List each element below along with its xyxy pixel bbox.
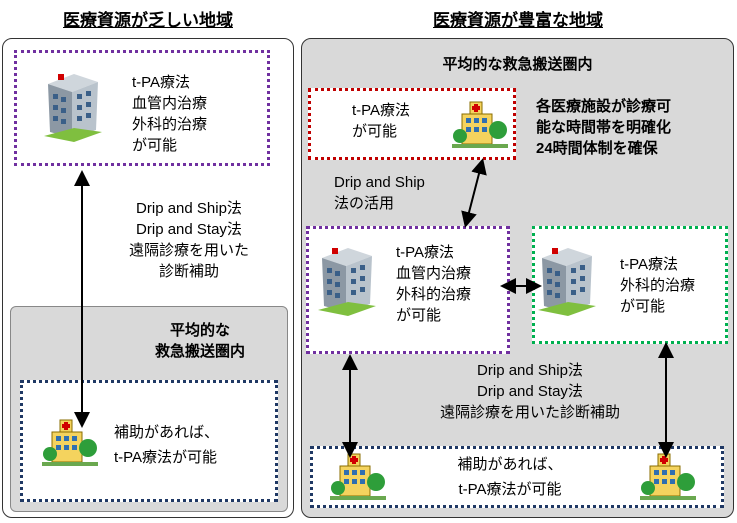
right-drip-ship-label: Drip and Ship 法の活用 [334, 174, 425, 212]
right-facility-note: 各医療施設が診療可 能な時間帯を明確化 24時間体制を確保 [536, 98, 672, 157]
left-title: 医療資源が乏しい地域 [63, 11, 233, 30]
right-hospital-green-text: t-PA療法 外科的治療 が可能 [620, 256, 696, 315]
hospital-building-icon [44, 74, 102, 142]
right-title: 医療資源が豊富な地域 [433, 11, 603, 30]
hospital-building-icon [318, 248, 376, 316]
clinic-icon [640, 453, 696, 500]
left-transport-area-label: 平均的な 救急搬送圏内 [154, 322, 245, 360]
clinic-icon [452, 101, 508, 148]
hospital-building-icon [538, 248, 596, 316]
left-link-text: Drip and Ship法 Drip and Stay法 遠隔診療を用いた 診… [128, 200, 249, 280]
clinic-icon [42, 419, 98, 466]
right-clinic-text: 補助があれば、 t-PA療法が可能 [457, 456, 563, 498]
left-hospital-capabilities: t-PA療法 血管内治療 外科的治療 が可能 [132, 74, 208, 154]
right-transport-area-label: 平均的な救急搬送圏内 [442, 56, 593, 73]
right-hospital-purple-text: t-PA療法 血管内治療 外科的治療 が可能 [396, 244, 472, 324]
clinic-icon [330, 453, 386, 500]
right-link-text: Drip and Ship法 Drip and Stay法 遠隔診療を用いた診断… [439, 362, 620, 421]
right-hospital-red-text: t-PA療法 が可能 [352, 102, 411, 140]
left-clinic-text: 補助があれば、 t-PA療法が可能 [114, 424, 220, 466]
right-red-to-purple-arrow [461, 158, 487, 228]
